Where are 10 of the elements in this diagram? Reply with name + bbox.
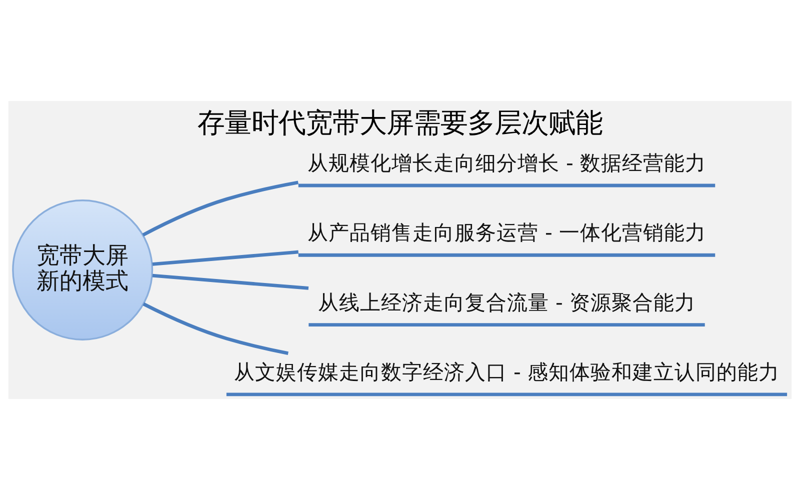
connector: [142, 302, 288, 355]
diagram-title: 存量时代宽带大屏需要多层次赋能: [198, 108, 602, 140]
node-text: 从文娱传媒走向数字经济入口 - 感知体验和建立认同的能力: [234, 360, 780, 384]
node-text: 从线上经济走向复合流量 - 资源聚合能力: [318, 290, 696, 314]
node-circle: 宽带大屏新的模式: [12, 199, 154, 340]
node-text: 从产品销售走向服务运营 - 一体化营销能力: [308, 220, 706, 245]
connector: [152, 274, 309, 290]
connector: [142, 180, 298, 236]
node-text: 从规模化增长走向细分增长 - 数据经营能力: [308, 150, 706, 175]
connector: [152, 250, 299, 266]
